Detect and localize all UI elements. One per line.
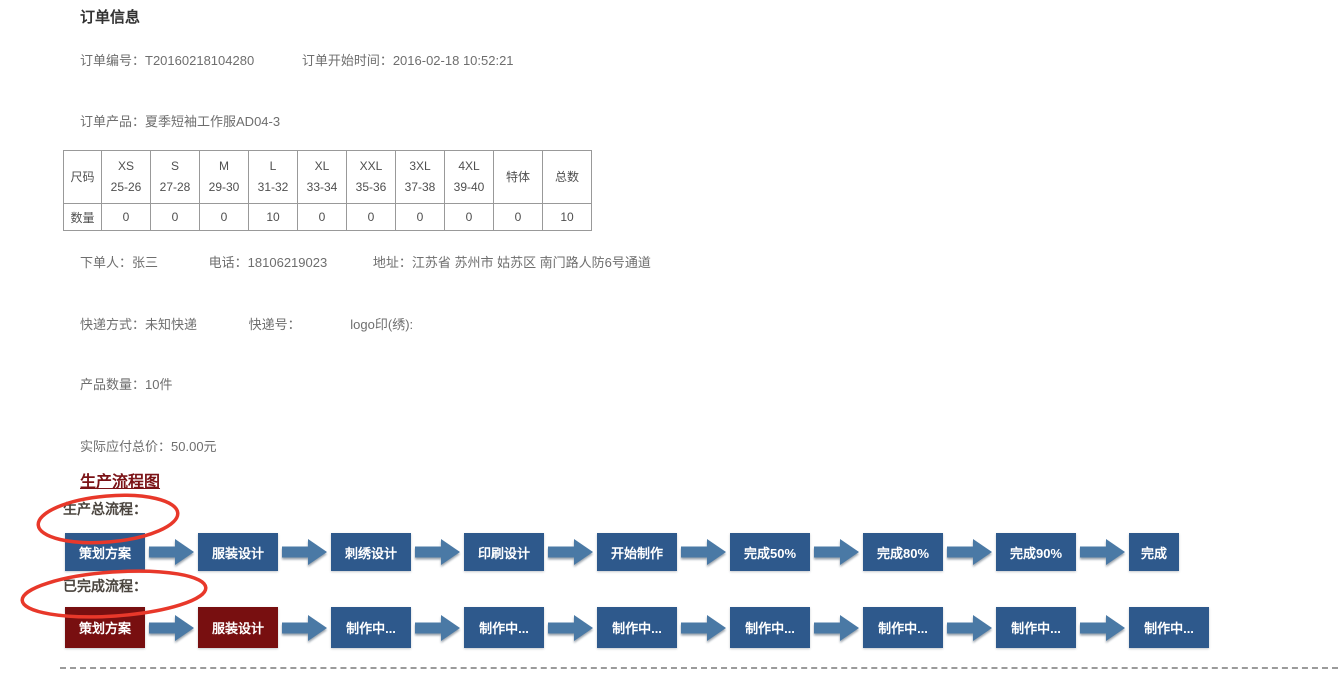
flow-arrow-icon bbox=[1076, 614, 1129, 642]
size-column-quantity: 0 bbox=[199, 203, 249, 231]
flow-step: 制作中... bbox=[996, 607, 1076, 648]
total-price-label: 实际应付总价： bbox=[80, 439, 172, 454]
buyer-name-label: 下单人： bbox=[80, 255, 133, 270]
tracking-number-label: 快递号： bbox=[248, 317, 301, 332]
product-quantity-label: 产品数量： bbox=[80, 377, 146, 392]
buyer-name-value: 张三 bbox=[132, 255, 159, 270]
size-column-quantity: 0 bbox=[150, 203, 200, 231]
flow-step: 刺绣设计 bbox=[331, 533, 411, 571]
shipping-method-value: 未知快递 bbox=[145, 317, 198, 332]
size-column-quantity: 0 bbox=[395, 203, 445, 231]
flow-arrow-icon bbox=[278, 614, 331, 642]
size-column-quantity: 10 bbox=[542, 203, 592, 231]
total-price-line: 实际应付总价：50.00元 bbox=[80, 436, 217, 455]
flow-step: 完成90% bbox=[996, 533, 1076, 571]
total-flow-label: 生产总流程： bbox=[63, 501, 147, 517]
flow-step: 服装设计 bbox=[198, 607, 278, 648]
flow-arrow-icon bbox=[544, 538, 597, 566]
dashed-divider bbox=[60, 667, 1338, 669]
flow-step: 完成50% bbox=[730, 533, 810, 571]
page-title: 订单信息 bbox=[80, 9, 141, 26]
flow-step: 制作中... bbox=[1129, 607, 1209, 648]
shipping-line: 快递方式：未知快递 快递号： logo印(绣): bbox=[80, 314, 413, 333]
logo-print-label: logo印(绣): bbox=[350, 317, 414, 332]
buyer-address-value: 江苏省 苏州市 姑苏区 南门路人防6号通道 bbox=[411, 255, 651, 270]
buyer-phone-label: 电话： bbox=[208, 255, 248, 270]
size-column-header: 特体 bbox=[493, 150, 543, 204]
size-column-quantity: 0 bbox=[101, 203, 151, 231]
flow-arrow-icon bbox=[411, 538, 464, 566]
flow-arrow-icon bbox=[145, 614, 198, 642]
flow-step: 制作中... bbox=[863, 607, 943, 648]
size-column-quantity: 0 bbox=[493, 203, 543, 231]
flow-chart-heading: 生产流程图 bbox=[80, 474, 161, 491]
buyer-line: 下单人：张三 电话：18106219023 地址：江苏省 苏州市 姑苏区 南门路… bbox=[80, 252, 651, 271]
flow-arrow-icon bbox=[145, 538, 198, 566]
shipping-method-label: 快递方式： bbox=[80, 317, 146, 332]
total-price-value: 50.00元 bbox=[171, 439, 217, 454]
product-quantity-value: 10件 bbox=[145, 377, 173, 392]
buyer-address-label: 地址： bbox=[372, 255, 412, 270]
flow-arrow-icon bbox=[810, 614, 863, 642]
flow-arrow-icon bbox=[677, 538, 730, 566]
flow-step: 开始制作 bbox=[597, 533, 677, 571]
size-row-header: 尺码 bbox=[63, 150, 102, 204]
completed-flow-label: 已完成流程： bbox=[63, 578, 147, 594]
product-quantity-line: 产品数量：10件 bbox=[80, 374, 172, 393]
order-meta-line: 订单编号：T20160218104280 订单开始时间：2016-02-18 1… bbox=[80, 50, 514, 69]
flow-step: 服装设计 bbox=[198, 533, 278, 571]
flow-arrow-icon bbox=[810, 538, 863, 566]
buyer-phone-value: 18106219023 bbox=[247, 255, 328, 270]
qty-row-header: 数量 bbox=[63, 203, 102, 231]
flow-step: 策划方案 bbox=[65, 607, 145, 648]
flow-step: 制作中... bbox=[464, 607, 544, 648]
flow-arrow-icon bbox=[677, 614, 730, 642]
size-column-quantity: 0 bbox=[444, 203, 494, 231]
order-start-time-label: 订单开始时间： bbox=[301, 53, 393, 68]
flow-arrow-icon bbox=[278, 538, 331, 566]
flow-step: 印刷设计 bbox=[464, 533, 544, 571]
flow-arrow-icon bbox=[544, 614, 597, 642]
order-number-label: 订单编号： bbox=[80, 53, 146, 68]
completed-flow-row: 策划方案 服装设计 制作中... 制作中... 制作中... 制作中... 制作中... 制作… bbox=[65, 607, 1209, 648]
size-column-quantity: 0 bbox=[297, 203, 347, 231]
flow-arrow-icon bbox=[1076, 538, 1129, 566]
flow-arrow-icon bbox=[943, 614, 996, 642]
size-column-header: 总数 bbox=[542, 150, 592, 204]
order-start-time-value: 2016-02-18 10:52:21 bbox=[392, 53, 514, 68]
flow-step: 完成 bbox=[1129, 533, 1179, 571]
flow-arrow-icon bbox=[943, 538, 996, 566]
flow-step: 制作中... bbox=[331, 607, 411, 648]
size-column-quantity: 0 bbox=[346, 203, 396, 231]
order-product-line: 订单产品：夏季短袖工作服AD04-3 bbox=[80, 111, 280, 130]
flow-step: 完成80% bbox=[863, 533, 943, 571]
total-flow-row: 策划方案 服装设计 刺绣设计 印刷设计 开始制作 完成50% 完成80% 完成90% 完成 bbox=[65, 532, 1179, 572]
size-column-quantity: 10 bbox=[248, 203, 298, 231]
order-number-value: T20160218104280 bbox=[145, 53, 255, 68]
order-product-label: 订单产品： bbox=[80, 114, 146, 129]
flow-arrow-icon bbox=[411, 614, 464, 642]
flow-step: 策划方案 bbox=[65, 533, 145, 571]
order-product-value: 夏季短袖工作服AD04-3 bbox=[145, 114, 281, 129]
flow-step: 制作中... bbox=[597, 607, 677, 648]
flow-step: 制作中... bbox=[730, 607, 810, 648]
